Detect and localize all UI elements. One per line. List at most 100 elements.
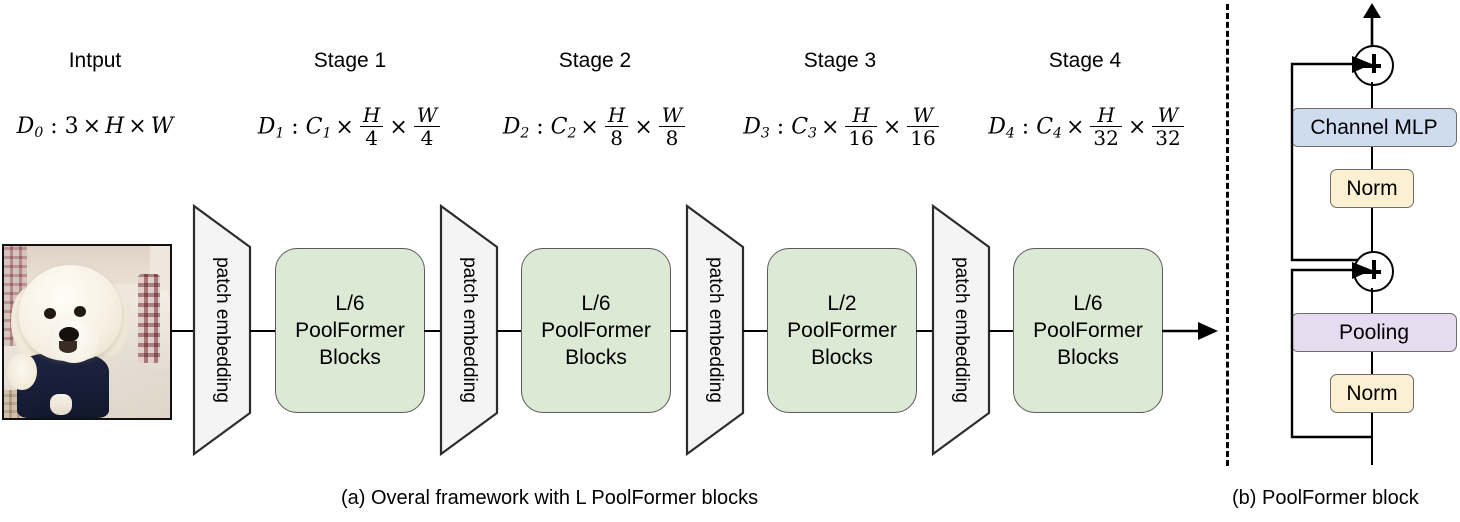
poolformer-block-label: L/6 PoolFormer Blocks [541,290,651,371]
times-icon: × [1065,114,1085,140]
colon: : [1014,114,1037,140]
input-title: Intput [68,49,122,72]
channel-symbol: C [550,114,568,140]
times-icon: × [580,114,599,140]
connector-block-2-to-patch-embed-3 [670,330,696,332]
residual-skip-path-bottom [1290,262,1372,439]
width-symbol: W [150,114,174,139]
colon: : [284,114,306,140]
dim-symbol: D [743,114,761,140]
norm-box-bottom[interactable]: Norm [1330,374,1414,413]
photo-dog-paw [50,393,73,415]
channel-symbol: C [1036,114,1054,140]
dim-symbol: D [16,114,35,139]
times-icon: × [335,114,354,140]
fraction-numerator: H [607,103,626,127]
height-symbol: H [105,114,125,139]
connector-patch-embed-1-to-block-1 [250,330,276,332]
poolformer-block-stage-4[interactable]: L/6 PoolFormer Blocks [1013,248,1163,413]
fraction-numerator: W [416,103,438,127]
channel-subscript: 2 [567,125,577,142]
stage-title-3: Stage 3 [803,49,877,72]
photo-dog-nose [58,326,79,343]
block-depth: L/2 [827,292,857,315]
fraction-denominator: 4 [413,126,441,148]
block-name: PoolFormer [541,319,651,342]
patch-embedding-label: patch embedding [212,257,233,403]
colon: : [529,114,551,140]
poolformer-block-label: L/2 PoolFormer Blocks [787,290,897,371]
poolformer-block-label: L/6 PoolFormer Blocks [1033,290,1143,371]
stage-title-1: Stage 1 [313,49,387,72]
fraction-numerator: W [1157,103,1179,127]
caption-panel-b: (b) PoolFormer block [1232,487,1419,509]
norm-box-top[interactable]: Norm [1330,169,1414,208]
channel-mlp-box[interactable]: Channel MLP [1291,108,1457,147]
poolformer-block-stage-2[interactable]: L/6 PoolFormer Blocks [521,248,671,413]
times-icon: × [882,114,902,140]
stage-title-2: Stage 2 [558,49,632,72]
block-name: PoolFormer [787,319,897,342]
channel-value: 3 [64,114,79,139]
block-depth: L/6 [1073,292,1103,315]
block-name: PoolFormer [1033,319,1143,342]
fraction-denominator: 4 [359,126,384,148]
trapezoid-shape [439,203,499,457]
dim-subscript: 0 [34,125,44,142]
stage-title-4: Stage 4 [1048,49,1122,72]
poolformer-block-label: L/6 PoolFormer Blocks [295,290,405,371]
block-output-arrow-icon [1363,3,1381,48]
block-depth: L/6 [581,292,611,315]
dim-subscript: 3 [760,125,770,142]
connector-pooling-to-add-bottom [1371,288,1373,314]
poolformer-block-stage-3[interactable]: L/2 PoolFormer Blocks [767,248,917,413]
fraction-numerator: W [912,103,934,127]
channel-subscript: 1 [322,125,332,142]
fraction-numerator: H [1097,103,1115,127]
residual-skip-path-top [1290,56,1372,262]
connector-norm-bottom-to-pooling [1371,352,1373,375]
dim-subscript: 2 [520,125,530,142]
patch-embedding-4[interactable]: patch embedding [931,203,991,457]
block-name: PoolFormer [295,319,405,342]
fraction-numerator: H [852,103,870,127]
channel-symbol: C [791,114,809,140]
dim-symbol: D [988,114,1006,140]
dim-symbol: D [257,114,276,140]
fraction-denominator: 32 [1152,126,1184,148]
block-suffix: Blocks [319,346,381,369]
patch-embedding-1[interactable]: patch embedding [192,203,252,457]
block-input-line [1371,413,1373,465]
connector-block-3-to-patch-embed-4 [916,330,942,332]
fraction-denominator: 16 [845,126,877,148]
patch-embedding-2[interactable]: patch embedding [439,203,499,457]
connector-block-1-to-patch-embed-2 [424,330,450,332]
fraction-denominator: 8 [658,126,686,148]
block-suffix: Blocks [811,346,873,369]
patch-embedding-label: patch embedding [951,257,972,403]
poolformer-block-stage-1[interactable]: L/6 PoolFormer Blocks [275,248,425,413]
fraction-denominator: 8 [604,126,629,148]
connector-patch-embed-3-to-block-3 [743,330,768,332]
connector-mlp-to-add-top [1371,82,1373,109]
photo-dog-eye-left [43,307,57,320]
channel-subscript: 4 [1053,125,1062,142]
input-image [2,244,172,420]
patch-embedding-label: patch embedding [705,257,726,403]
panel-divider [1226,4,1229,466]
trapezoid-shape [685,203,745,457]
pooling-box[interactable]: Pooling [1291,313,1457,352]
connector-input-to-patch-embed-1 [172,330,194,332]
fraction-numerator: W [661,103,683,127]
patch-embedding-3[interactable]: patch embedding [685,203,745,457]
connector-patch-embed-2-to-block-2 [497,330,522,332]
connector-patch-embed-4-to-block-4 [989,330,1014,332]
fraction-denominator: 16 [907,126,939,148]
times-icon: × [634,114,653,140]
trapezoid-shape [931,203,991,457]
